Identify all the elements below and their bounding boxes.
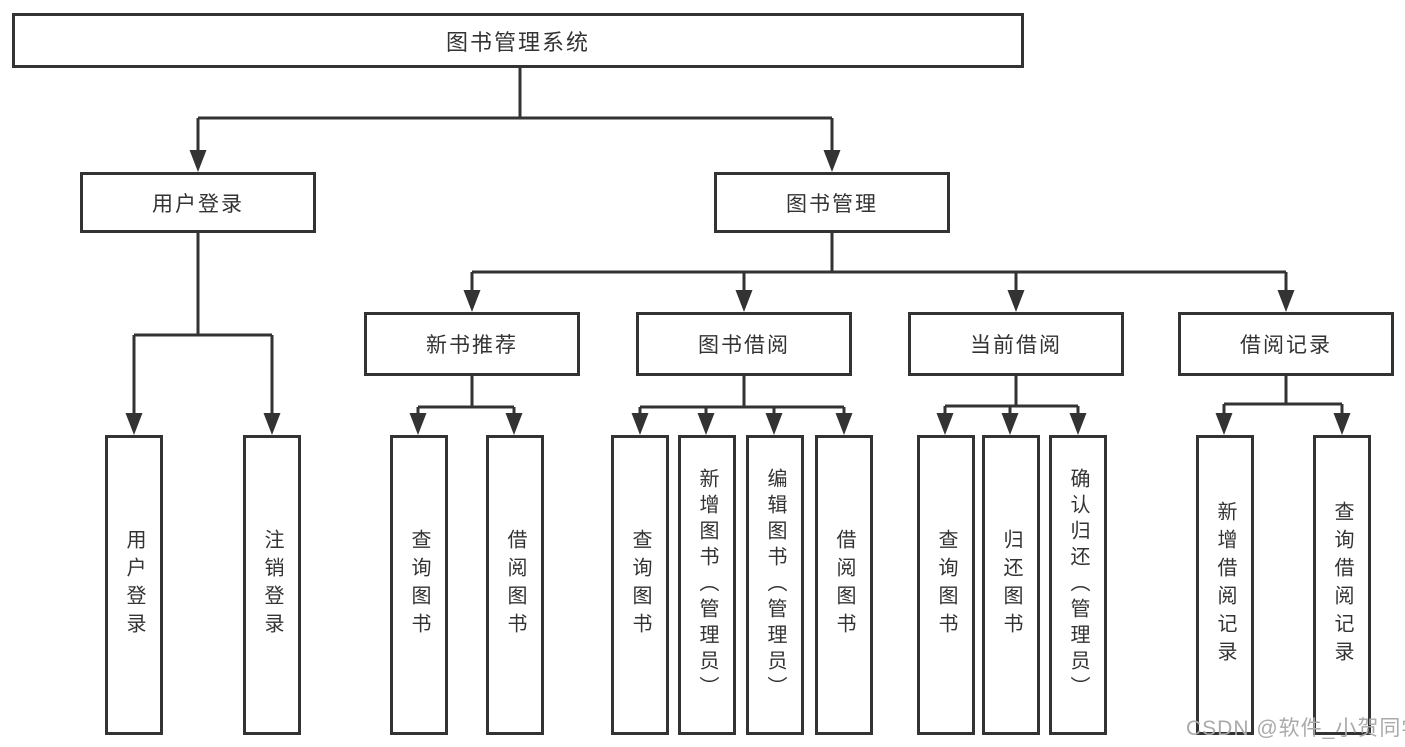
leaf-records-query-record: 查询借阅记录 <box>1313 435 1371 735</box>
node-user-login: 用户登录 <box>80 172 316 233</box>
leaf-current-confirm-return-admin: 确认归还（管理员） <box>1049 435 1107 735</box>
connector-new-book-recommend-branch <box>409 376 523 435</box>
node-borrow-records: 借阅记录 <box>1178 312 1394 376</box>
leaf-current-query-books: 查询图书 <box>917 435 975 735</box>
leaf-user-login: 用户登录 <box>105 435 163 735</box>
node-book-borrow: 图书借阅 <box>636 312 852 376</box>
connector-book-management-branch <box>463 233 1295 312</box>
leaf-recommend-query-books: 查询图书 <box>390 435 448 735</box>
node-library-management-system: 图书管理系统 <box>12 13 1024 68</box>
connector-root-to-level2 <box>189 68 841 172</box>
leaf-records-add-record: 新增借阅记录 <box>1196 435 1254 735</box>
connector-borrow-records-branch <box>1215 376 1351 435</box>
connector-current-borrow-branch <box>936 376 1087 435</box>
node-new-book-recommend: 新书推荐 <box>364 312 580 376</box>
leaf-borrow-add-books-admin: 新增图书（管理员） <box>678 435 736 735</box>
node-current-borrow: 当前借阅 <box>908 312 1124 376</box>
leaf-borrow-edit-books-admin: 编辑图书（管理员） <box>746 435 804 735</box>
leaf-recommend-borrow-books: 借阅图书 <box>486 435 544 735</box>
connector-user-login-branch <box>125 233 281 435</box>
leaf-logout: 注销登录 <box>243 435 301 735</box>
leaf-borrow-borrow-books: 借阅图书 <box>815 435 873 735</box>
csdn-watermark: CSDN @软件_小贺同学 <box>1186 717 1405 740</box>
connector-book-borrow-branch <box>631 376 853 435</box>
leaf-current-return-books: 归还图书 <box>982 435 1040 735</box>
node-book-management: 图书管理 <box>714 172 950 233</box>
leaf-borrow-query-books: 查询图书 <box>611 435 669 735</box>
